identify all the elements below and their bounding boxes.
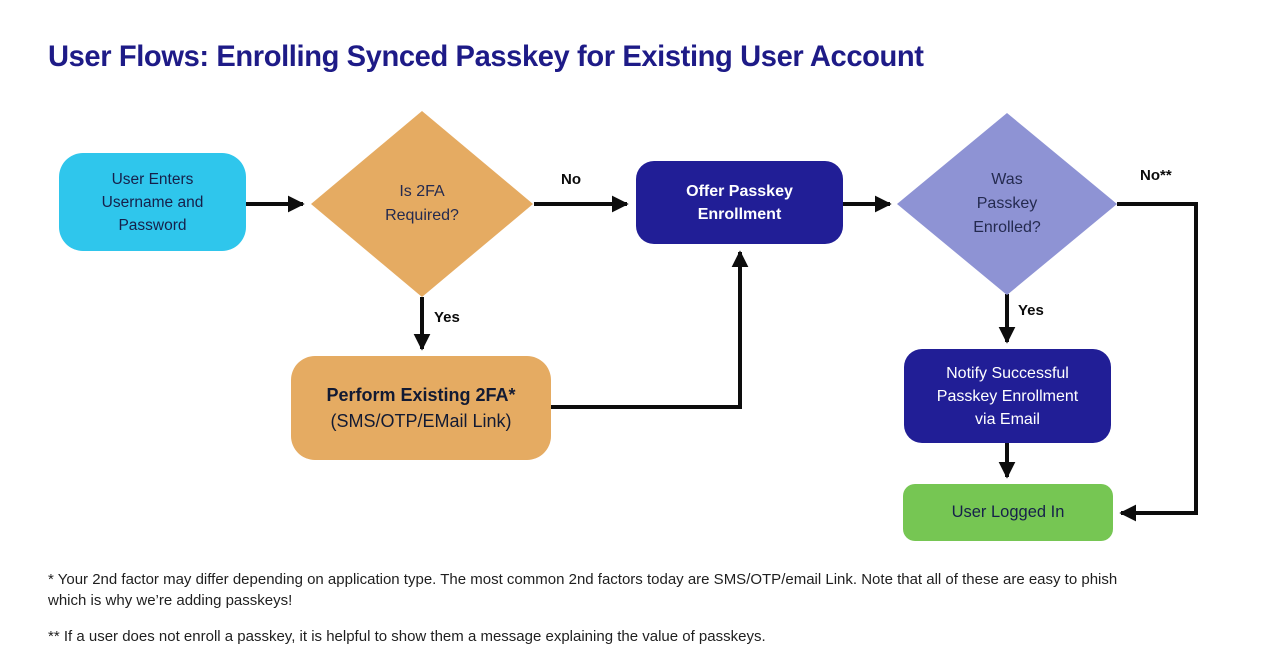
arrow-was-no-to-logged-in [1117, 202, 1198, 522]
footnote-line: * Your 2nd factor may differ depending o… [48, 571, 1118, 588]
node-text: Notify Successful Passkey Enrollment via… [937, 362, 1078, 431]
edge-label-yes-passkey: Yes [1018, 302, 1044, 319]
text-line: User Logged In [951, 503, 1065, 521]
node-notify-enrollment-email: Notify Successful Passkey Enrollment via… [904, 349, 1111, 443]
text-line: Passkey [976, 195, 1038, 212]
edge-label-no-passkey: No** [1140, 167, 1172, 184]
text-line: Password [118, 216, 187, 234]
node-is-2fa-required: Is 2FA Required? [311, 111, 533, 297]
text-line: Enrolled? [973, 219, 1041, 236]
footnote-1: * Your 2nd factor may differ depending o… [48, 569, 1238, 611]
text-line: Notify Successful [946, 364, 1069, 382]
node-text: Is 2FA Required? [385, 180, 459, 228]
text-line: User Enters [111, 170, 194, 188]
text-line: Required? [385, 207, 459, 224]
node-text: Perform Existing 2FA* (SMS/OTP/EMail Lin… [326, 382, 515, 434]
text-line: Username and [101, 193, 204, 211]
node-user-logged-in: User Logged In [903, 484, 1113, 541]
node-text: User Logged In [952, 501, 1065, 524]
edge-label-yes-2fa: Yes [434, 309, 460, 326]
text-line: via Email [975, 410, 1040, 428]
edge-label-no-2fa: No [561, 171, 581, 188]
text-line: (SMS/OTP/EMail Link) [330, 411, 512, 431]
text-line: Offer Passkey [686, 182, 793, 200]
node-offer-passkey-enrollment: Offer Passkey Enrollment [636, 161, 843, 244]
arrow-perform-to-offer [551, 250, 749, 409]
node-perform-existing-2fa: Perform Existing 2FA* (SMS/OTP/EMail Lin… [291, 356, 551, 460]
text-line: Perform Existing 2FA* [326, 385, 516, 405]
text-line: Was [991, 171, 1023, 188]
text-line: Passkey Enrollment [936, 387, 1079, 405]
node-text: User Enters Username and Password [102, 168, 204, 237]
node-user-enters-credentials: User Enters Username and Password [59, 153, 246, 251]
footnote-line: which is why we’re adding passkeys! [48, 592, 293, 609]
node-text: Offer Passkey Enrollment [686, 180, 793, 226]
page-title: User Flows: Enrolling Synced Passkey for… [48, 40, 924, 73]
text-line: Is 2FA [399, 183, 445, 200]
node-text: Was Passkey Enrolled? [973, 168, 1041, 240]
text-line: Enrollment [697, 205, 782, 223]
footnote-2: ** If a user does not enroll a passkey, … [48, 628, 766, 645]
node-was-passkey-enrolled: Was Passkey Enrolled? [897, 113, 1117, 295]
